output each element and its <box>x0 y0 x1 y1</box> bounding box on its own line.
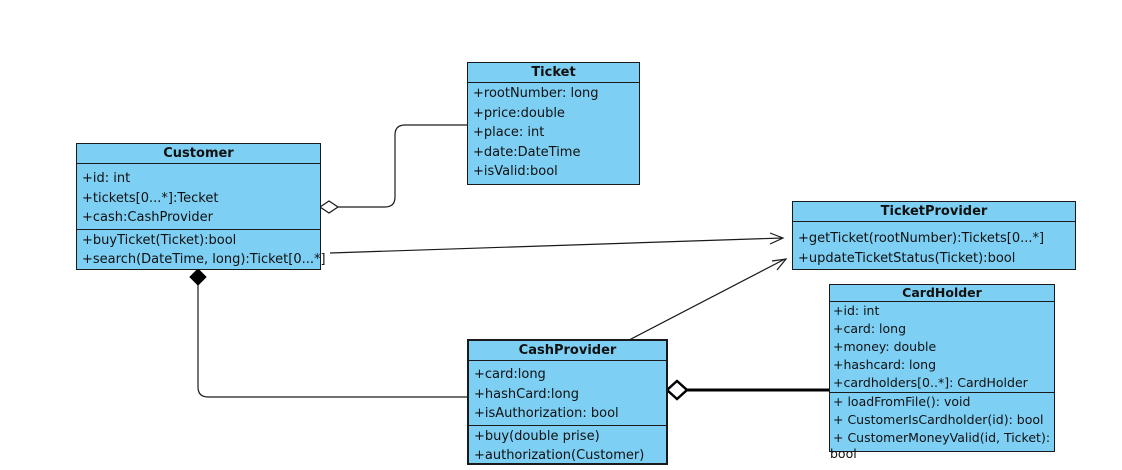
attributes-section: +card:long +hashCard:long +isAuthorizati… <box>469 361 666 425</box>
customer-cashprovider-composition-line <box>197 285 467 398</box>
class-title: TicketProvider <box>793 202 1075 222</box>
arrowhead <box>771 258 788 271</box>
attribute: +cash:CashProvider <box>82 210 213 225</box>
method: + CustomerMoneyValid(id, Ticket): <box>833 430 1051 445</box>
class-cashprovider[interactable]: CashProvider +card:long +hashCard:long +… <box>467 339 668 465</box>
attribute: +date:DateTime <box>473 144 581 160</box>
attribute: +hashCard:long <box>474 386 579 402</box>
attribute: +place: int <box>473 125 545 140</box>
class-customer[interactable]: Customer +id: int +tickets[0...*]:Tecket… <box>76 143 326 271</box>
class-title: Customer <box>77 144 320 164</box>
method: +buy(double prise) <box>474 428 600 444</box>
attribute: +rootNumber: long <box>473 86 599 101</box>
attribute: +id: int <box>833 303 880 318</box>
attributes-section: +rootNumber: long +price:double +place: … <box>468 83 639 183</box>
attribute: +card: long <box>833 321 907 336</box>
attribute: +hashcard: long <box>833 357 937 372</box>
attributes-section: +id: int +tickets[0...*]:Tecket +cash:Ca… <box>77 164 320 229</box>
method: +buyTicket(Ticket):bool <box>82 232 237 248</box>
attribute: +card:long <box>474 367 546 382</box>
class-ticketprovider[interactable]: TicketProvider +getTicket(rootNumber):Ti… <box>792 201 1076 270</box>
method: +updateTicketStatus(Ticket):bool <box>798 250 1016 266</box>
class-cardholder[interactable]: CardHolder +id: int +card: long +money: … <box>829 284 1055 461</box>
class-title: CardHolder <box>830 285 1054 302</box>
method-continuation: bool <box>830 446 857 461</box>
aggregation-diamond <box>665 379 689 401</box>
method: + loadFromFile(): void <box>833 394 971 409</box>
attribute: +isValid:bool <box>473 164 558 179</box>
method: +search(DateTime, long):Ticket[0...*] <box>82 252 326 267</box>
methods-section: +buyTicket(Ticket):bool +search(DateTime… <box>77 228 326 271</box>
attribute: +tickets[0...*]:Tecket <box>82 190 219 206</box>
cashprovider-ticketprovider-dependency-line <box>605 258 786 353</box>
arrowhead <box>769 232 785 245</box>
method: + CustomerIsCardholder(id): bool <box>833 412 1044 427</box>
attributes-section: +id: int +card: long +money: double +has… <box>830 302 1054 392</box>
methods-section: +getTicket(rootNumber):Tickets[0...*] +u… <box>793 222 1075 269</box>
attribute: +cardholders[0..*]: CardHolder <box>833 375 1028 390</box>
aggregation-diamond <box>318 200 340 214</box>
class-ticket[interactable]: Ticket +rootNumber: long +price:double +… <box>467 62 640 185</box>
customer-ticket-aggregation-line <box>338 124 467 208</box>
methods-section: +buy(double prise) +authorization(Custom… <box>469 424 666 467</box>
method: +getTicket(rootNumber):Tickets[0...*] <box>798 231 1045 246</box>
attribute: +price:double <box>473 105 565 121</box>
attribute: +isAuthorization: bool <box>474 406 619 421</box>
composition-diamond <box>189 268 207 286</box>
methods-section: + loadFromFile(): void + CustomerIsCardh… <box>830 392 1054 461</box>
attribute: +money: double <box>833 339 937 354</box>
class-title: CashProvider <box>469 341 666 361</box>
class-title: Ticket <box>468 63 639 83</box>
customer-ticketprovider-dependency-line <box>329 237 783 254</box>
method: +authorization(Customer) <box>474 448 645 463</box>
attribute: +id: int <box>82 171 131 186</box>
